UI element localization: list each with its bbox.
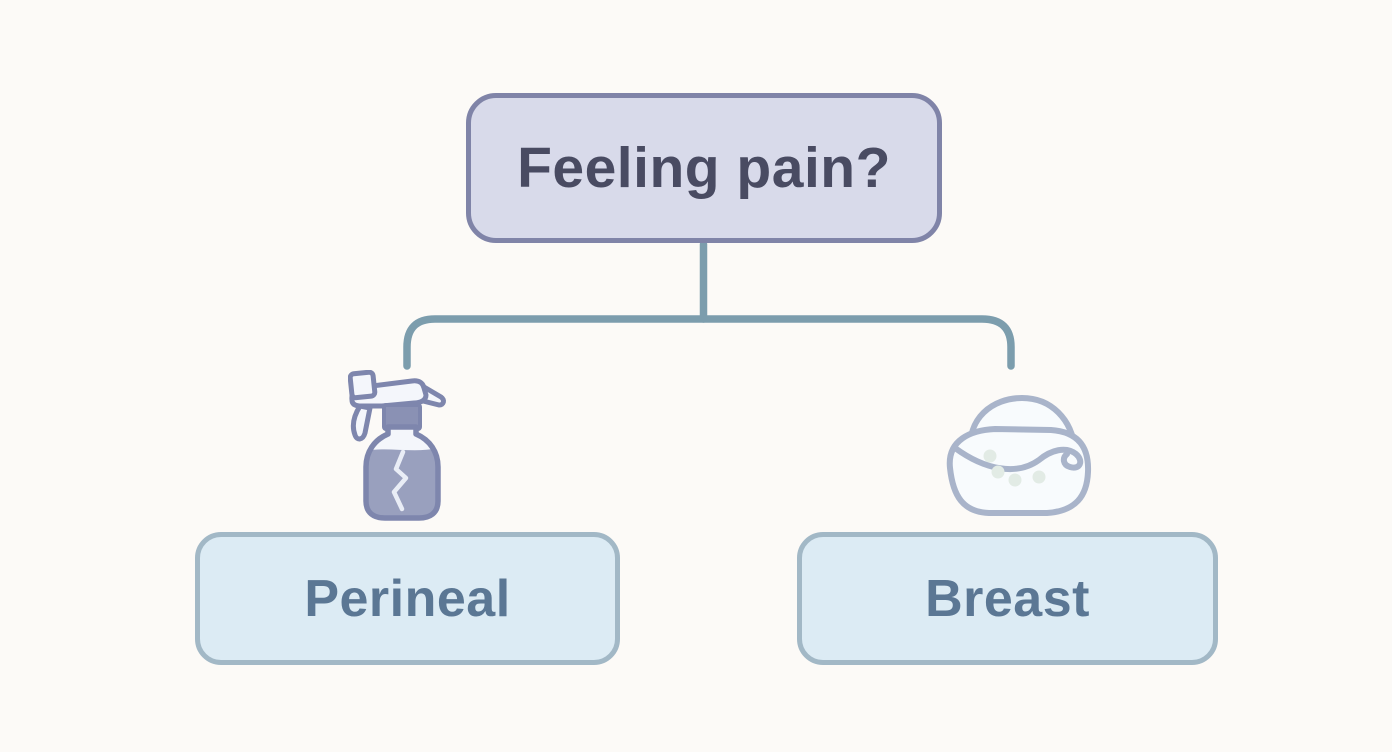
node-feeling-pain-label: Feeling pain? (517, 136, 891, 200)
node-perineal-label: Perineal (304, 569, 511, 628)
node-breast: Breast (797, 532, 1218, 665)
connector-rail (403, 315, 1015, 370)
cold-compress-icon (933, 388, 1103, 528)
node-breast-label: Breast (925, 569, 1090, 628)
node-feeling-pain: Feeling pain? (466, 93, 942, 243)
spray-bottle-icon (347, 369, 448, 522)
node-perineal: Perineal (195, 532, 620, 665)
